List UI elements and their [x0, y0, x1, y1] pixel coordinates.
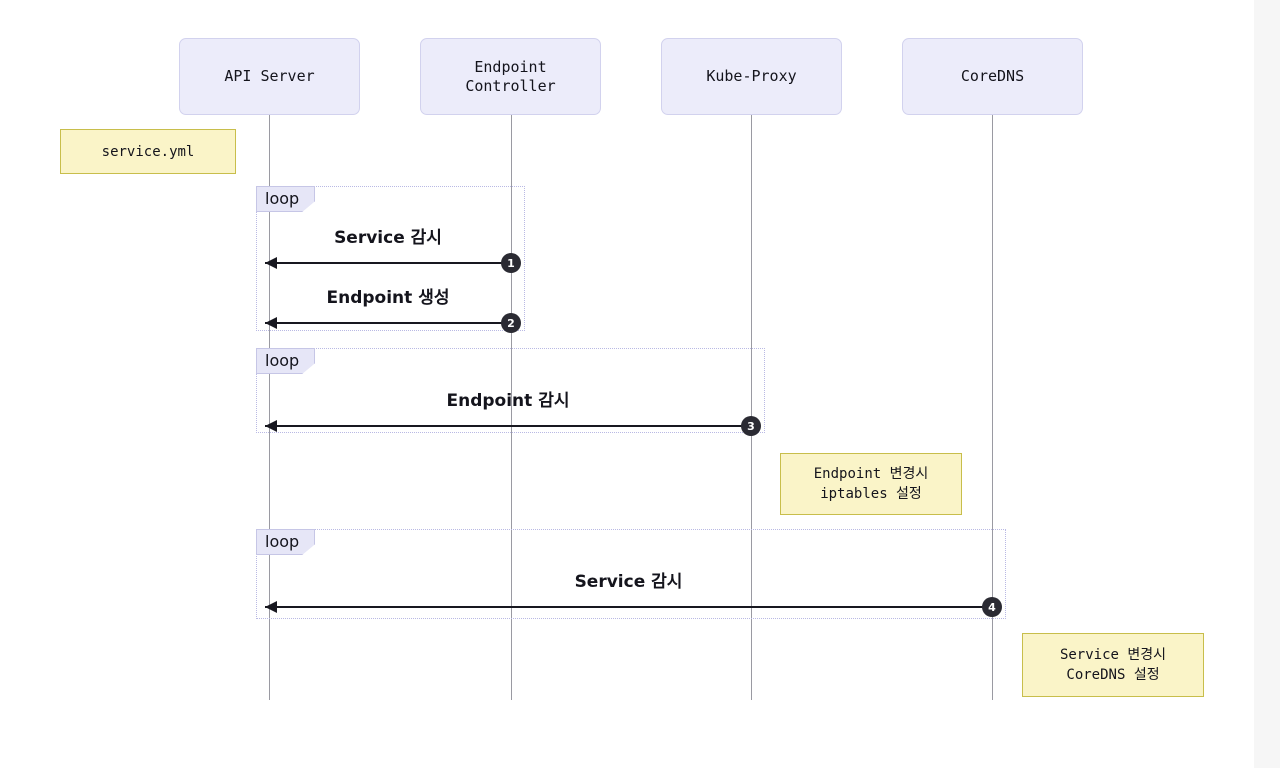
lifeline-endpoint-controller [511, 115, 512, 700]
message-arrowhead [265, 420, 277, 432]
message-label: Endpoint 감시 [446, 391, 570, 411]
participant-label: CoreDNS [960, 67, 1025, 85]
fragment-tab-label: loop [265, 351, 300, 370]
message-arrowhead [265, 317, 277, 329]
note-label: Endpoint 변경시 iptables 설정 [813, 466, 929, 502]
message-line [265, 425, 751, 427]
message-label: Service 감시 [334, 228, 442, 248]
note-label: service.yml [101, 143, 195, 160]
note-coredns-setting[interactable]: Service 변경시 CoreDNS 설정 [1022, 633, 1204, 697]
fragment-tab-label: loop [265, 189, 300, 208]
participant-label: Kube-Proxy [706, 67, 797, 85]
note-service-yml[interactable]: service.yml [60, 129, 236, 174]
participant-label: API Server [224, 67, 315, 85]
participant-coredns[interactable]: CoreDNS [902, 38, 1083, 115]
message-line [265, 606, 992, 608]
message-line [265, 262, 511, 264]
participant-kube-proxy[interactable]: Kube-Proxy [661, 38, 842, 115]
participant-endpoint-controller[interactable]: Endpoint Controller [420, 38, 601, 115]
message-arrowhead [265, 601, 277, 613]
fragment-tab-loop-2: loop [256, 348, 316, 374]
note-label: Service 변경시 CoreDNS 설정 [1059, 647, 1167, 683]
participant-api-server[interactable]: API Server [179, 38, 360, 115]
lifeline-kube-proxy [751, 115, 752, 700]
message-seq-badge: 4 [982, 597, 1002, 617]
message-arrowhead [265, 257, 277, 269]
fragment-loop-3: loop [256, 529, 1006, 619]
fragment-tab-label: loop [265, 532, 300, 551]
note-iptables[interactable]: Endpoint 변경시 iptables 설정 [780, 453, 962, 515]
right-edge-band [1254, 0, 1280, 768]
participant-label: Endpoint Controller [465, 57, 556, 95]
message-label: Service 감시 [574, 572, 683, 592]
fragment-loop-2: loop [256, 348, 765, 433]
message-seq-badge: 1 [501, 253, 521, 273]
message-line [265, 322, 511, 324]
fragment-tab-loop-3: loop [256, 529, 316, 555]
fragment-loop-1: loop [256, 186, 525, 331]
message-label: Endpoint 생성 [326, 288, 450, 308]
lifeline-api-server [269, 115, 270, 700]
fragment-tab-loop-1: loop [256, 186, 316, 212]
message-seq-badge: 3 [741, 416, 761, 436]
lifeline-coredns [992, 115, 993, 700]
message-seq-badge: 2 [501, 313, 521, 333]
